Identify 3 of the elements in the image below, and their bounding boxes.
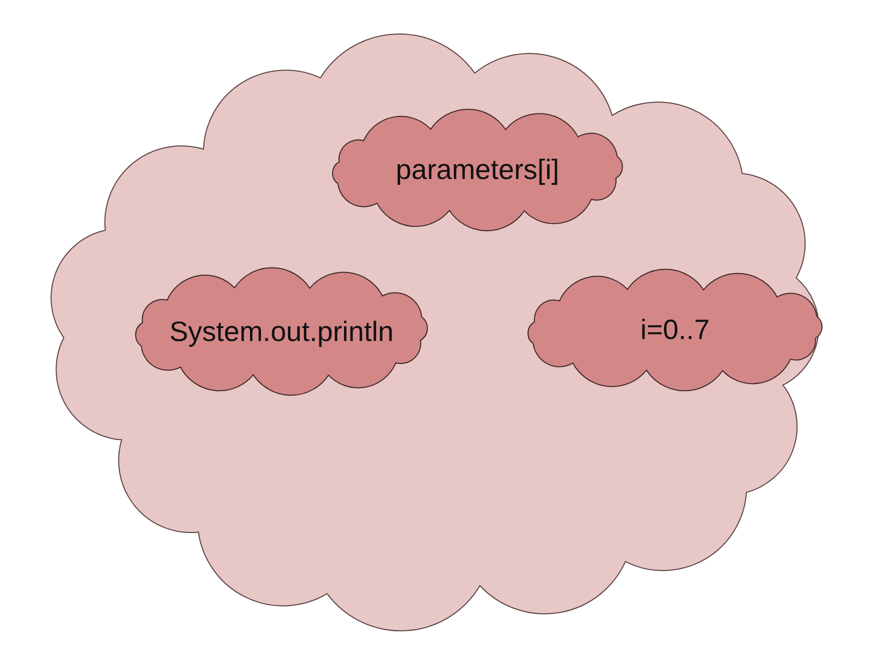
cloud-label: parameters[i]	[396, 154, 560, 186]
cloud-label: System.out.println	[169, 316, 394, 348]
cloud-label: i=0..7	[640, 314, 710, 346]
